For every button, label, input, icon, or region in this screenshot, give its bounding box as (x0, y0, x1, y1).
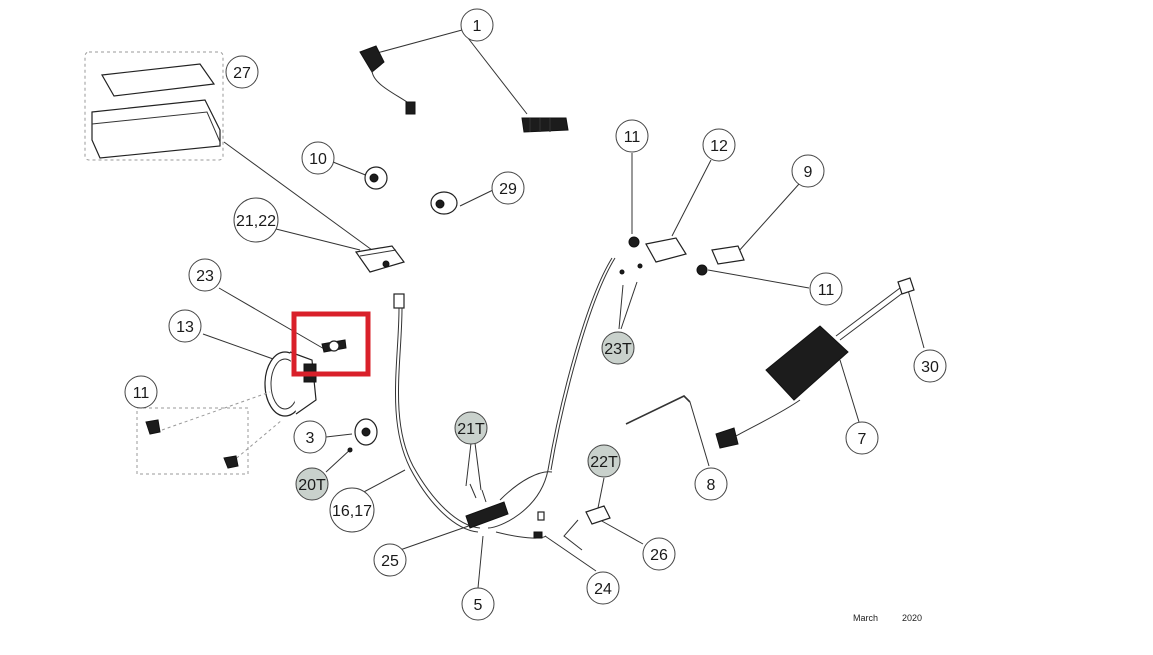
footer-year: 2020 (902, 613, 922, 623)
callout-c2122: 21,22 (233, 197, 279, 243)
throttle-assembly (359, 45, 569, 133)
callout-circle (601, 331, 635, 365)
callout-circle (188, 258, 222, 292)
callout-c23T: 23T (601, 331, 635, 365)
callout-circle (168, 309, 202, 343)
footer-month: March (853, 613, 878, 623)
callout-label: 3 (306, 430, 315, 447)
callout-circle (373, 543, 407, 577)
charger (715, 277, 915, 449)
callout-circle (491, 171, 525, 205)
small-hardware (347, 447, 611, 551)
callout-c12: 12 (702, 128, 736, 162)
callout-c22T: 22T (587, 444, 621, 478)
callout-c26: 26 (642, 537, 676, 571)
callout-c21T: 21T (454, 411, 488, 445)
callout-label: 25 (381, 553, 399, 570)
main-harness (393, 257, 616, 539)
headlight-assembly (136, 339, 347, 475)
wire-rod (625, 395, 691, 425)
callout-circle (461, 587, 495, 621)
callout-circle (301, 141, 335, 175)
callout-label: 20T (298, 477, 326, 494)
callout-label: 27 (233, 65, 251, 82)
callout-label: 30 (921, 359, 939, 376)
callout-c3: 3 (293, 420, 327, 454)
callout-c24: 24 (586, 571, 620, 605)
callout-circle (124, 375, 158, 409)
callout-circle (642, 537, 676, 571)
callout-c27: 27 (225, 55, 259, 89)
callout-label: 5 (474, 597, 483, 614)
callout-c11b: 11 (615, 119, 649, 153)
callout-label: 11 (818, 282, 835, 299)
callout-circle (460, 8, 494, 42)
callout-c10: 10 (301, 141, 335, 175)
callout-circle (454, 411, 488, 445)
callout-label: 7 (858, 431, 867, 448)
callout-circle (586, 571, 620, 605)
callout-circle (233, 197, 279, 243)
callout-label: 11 (133, 385, 150, 402)
callout-label: 13 (176, 319, 194, 336)
callout-label: 1 (473, 18, 482, 35)
callout-c13: 13 (168, 309, 202, 343)
callout-circle (913, 349, 947, 383)
control-box (354, 245, 405, 273)
callout-label: 9 (804, 164, 813, 181)
callout-c9: 9 (791, 154, 825, 188)
callout-circle (702, 128, 736, 162)
callout-label: 10 (309, 151, 327, 168)
callout-c25: 25 (373, 543, 407, 577)
callout-label: 8 (707, 477, 716, 494)
callout-circle (587, 444, 621, 478)
callout-circle (293, 420, 327, 454)
callout-c20T: 20T (295, 467, 329, 501)
callout-c1: 1 (460, 8, 494, 42)
cover-assembly (84, 51, 224, 161)
callout-label: 26 (650, 547, 668, 564)
right-switches (619, 236, 745, 276)
callout-circle (809, 272, 843, 306)
callout-label: 24 (594, 581, 612, 598)
callout-c11c: 11 (809, 272, 843, 306)
callout-c1617: 16,17 (329, 487, 375, 533)
leader-lines (202, 29, 925, 589)
switch-pods (364, 166, 458, 215)
callout-label: 21T (457, 421, 485, 438)
callout-circle (295, 467, 329, 501)
callout-label: 23T (604, 341, 632, 358)
callout-circle (329, 487, 375, 533)
callout-c23: 23 (188, 258, 222, 292)
callout-circle (845, 421, 879, 455)
callout-label: 16,17 (332, 503, 372, 520)
callout-group: 1 27 10 29 21,22 23 13 11 11 11 12 9 23T 30 7 3 20T 21T 22… (124, 8, 947, 621)
callout-label: 21,22 (236, 213, 276, 230)
highlight-box (291, 311, 371, 377)
callout-c5: 5 (461, 587, 495, 621)
callout-label: 23 (196, 268, 214, 285)
callout-c29: 29 (491, 171, 525, 205)
callout-c30: 30 (913, 349, 947, 383)
horn (354, 418, 378, 446)
callout-circle (225, 55, 259, 89)
callout-circle (615, 119, 649, 153)
callout-c8: 8 (694, 467, 728, 501)
callout-label: 29 (499, 181, 517, 198)
callout-c7: 7 (845, 421, 879, 455)
callout-label: 12 (710, 138, 728, 155)
callout-label: 22T (590, 454, 618, 471)
callout-circle (694, 467, 728, 501)
callout-label: 11 (624, 129, 641, 146)
callout-c11a: 11 (124, 375, 158, 409)
callout-circle (791, 154, 825, 188)
